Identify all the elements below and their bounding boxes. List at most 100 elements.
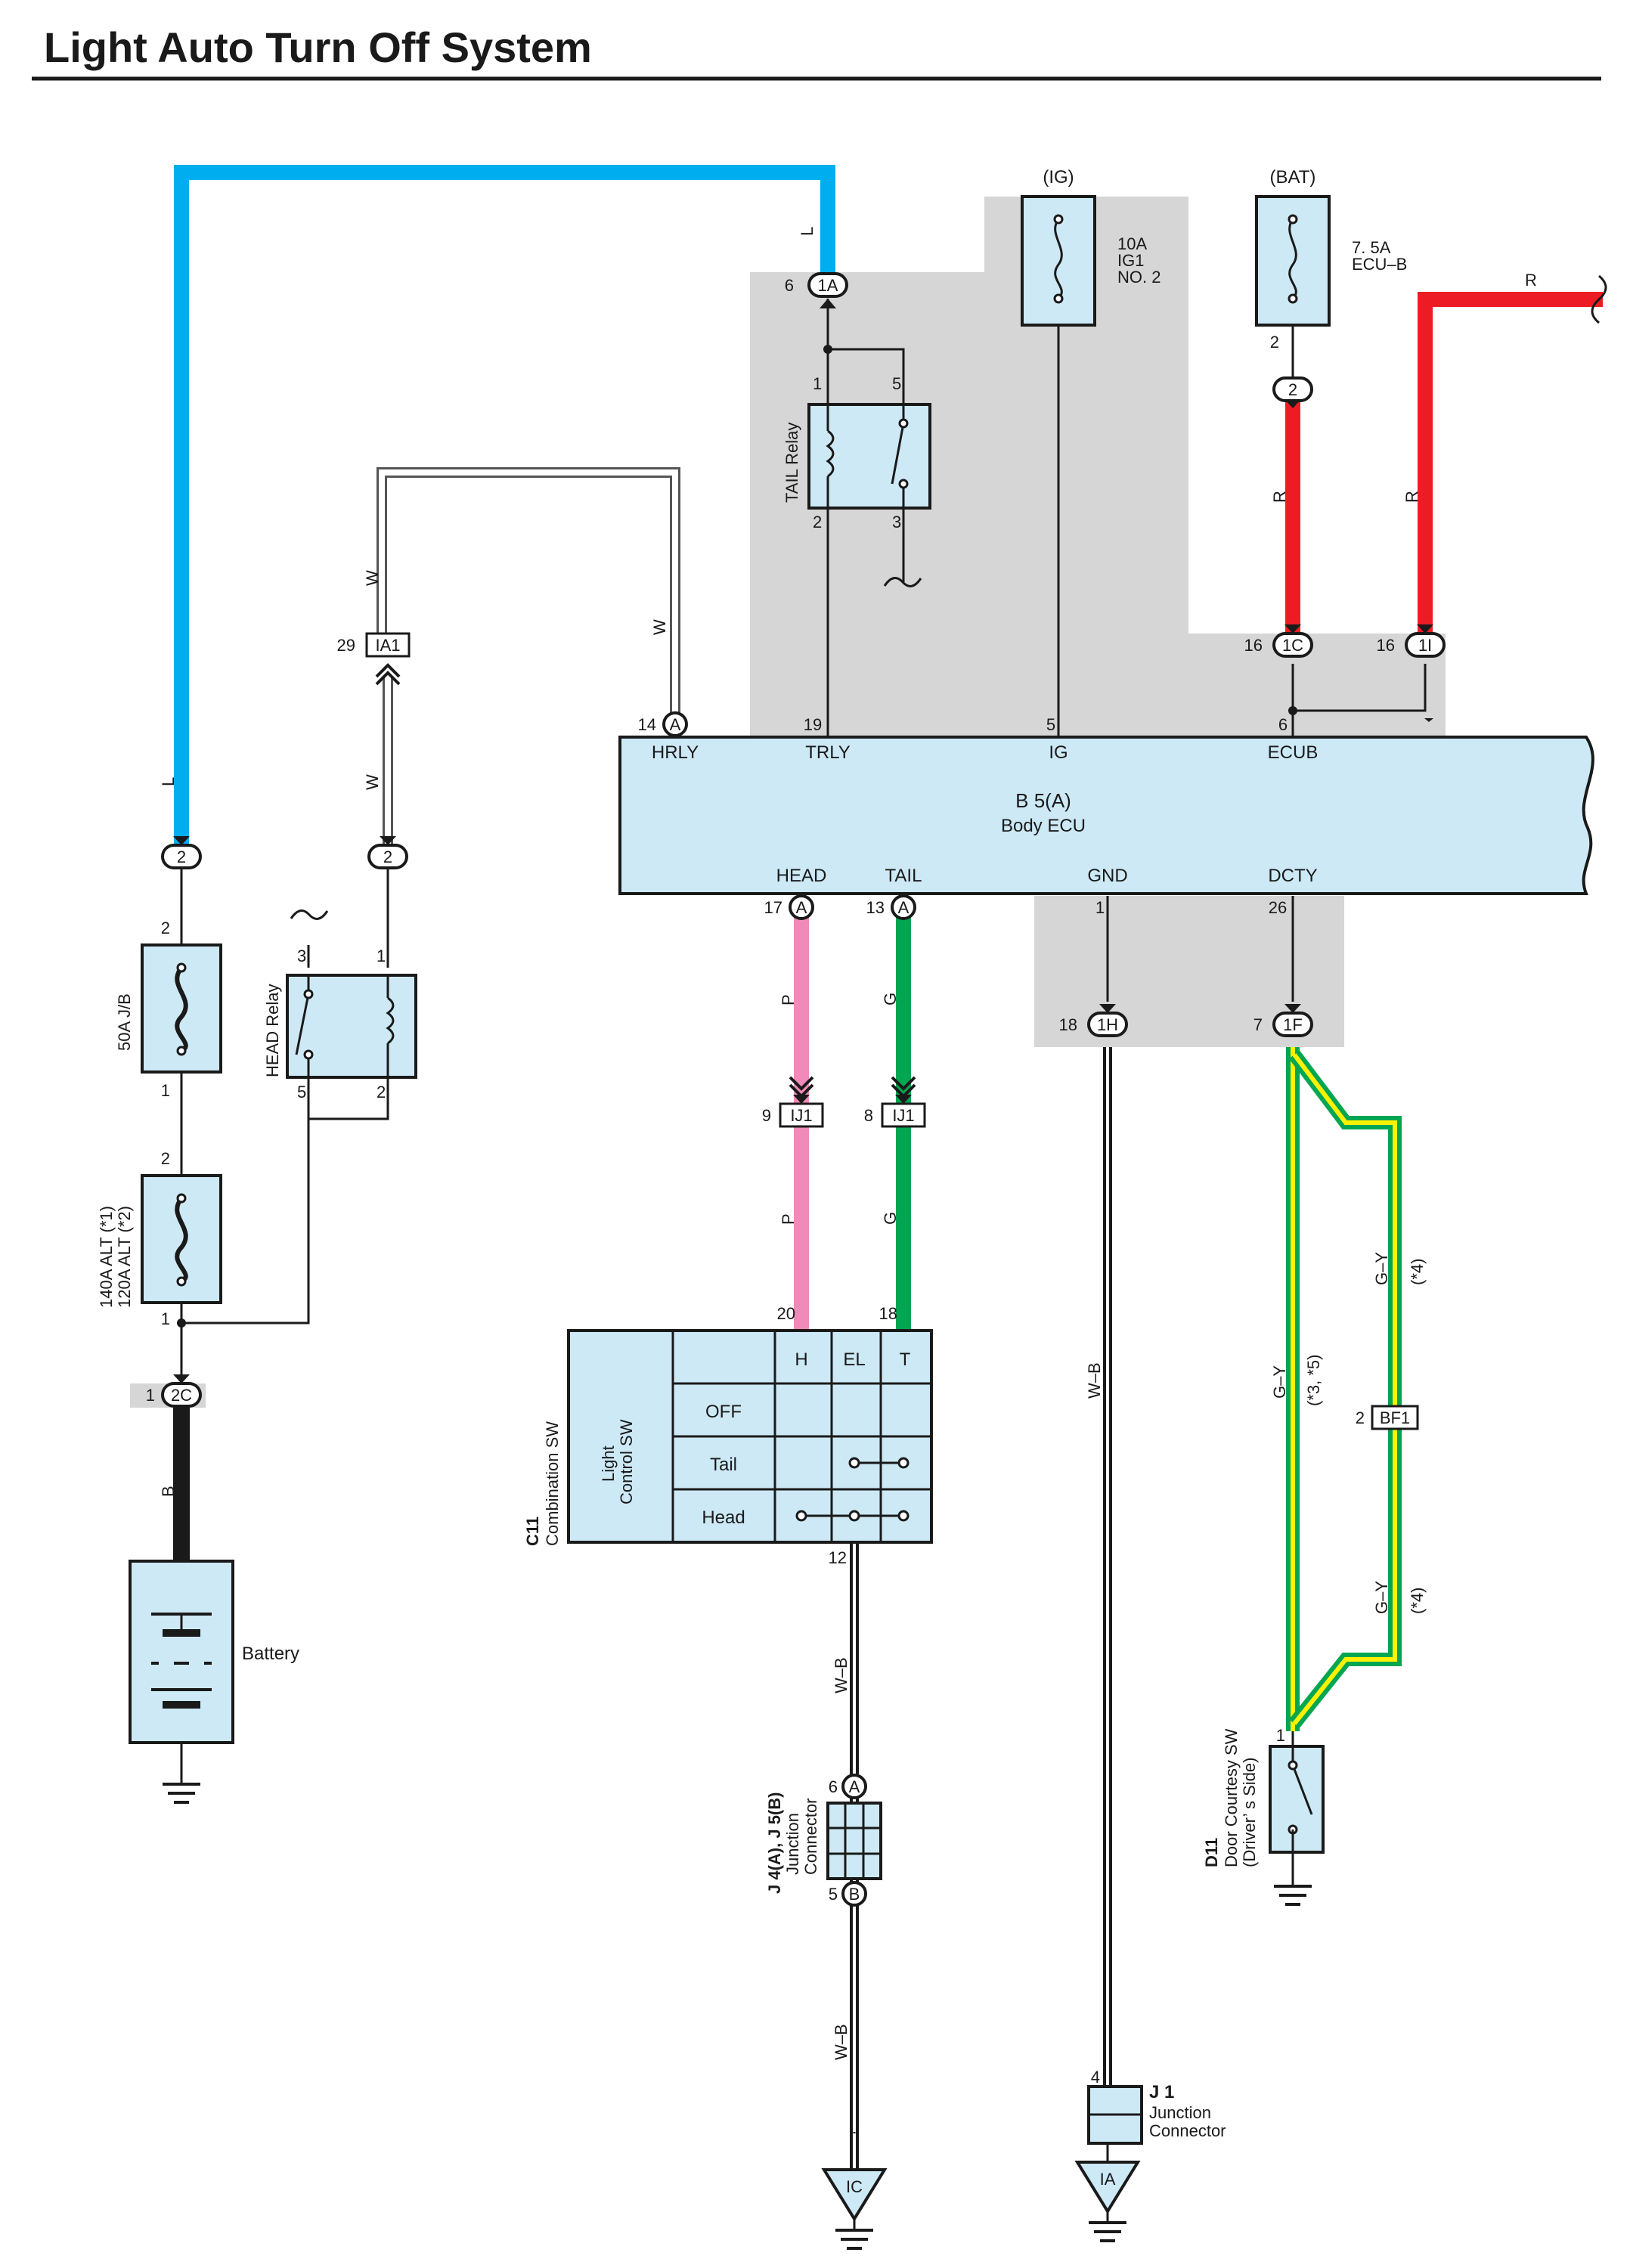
jc-name-2: Connector: [801, 1798, 820, 1875]
svg-text:16: 16: [1244, 636, 1263, 655]
wire-r-red-2: [1418, 292, 1603, 634]
wire-g-label-1: G: [881, 993, 900, 1005]
wire-gy-label-main: G–Y: [1270, 1365, 1289, 1399]
switch-row-head: Head: [702, 1507, 745, 1528]
svg-text:1C: 1C: [1282, 636, 1303, 655]
wire-l-label-top: L: [798, 227, 817, 236]
connector-b-jc: B 5: [829, 1881, 867, 1907]
ecu-name: Body ECU: [1001, 816, 1086, 836]
svg-text:2C: 2C: [171, 1386, 192, 1405]
jc-id: J 4(A), J 5(B): [765, 1792, 784, 1894]
switch-row-tail: Tail: [710, 1455, 737, 1475]
wire-w-label-3: W: [363, 774, 382, 790]
svg-text:6: 6: [785, 276, 794, 295]
wire-continuation-mark: [1591, 274, 1607, 324]
wire-p-label-1: P: [779, 994, 798, 1005]
chevron-marks: [375, 663, 916, 1098]
junction-block-shade: [750, 197, 1446, 737]
ground-door: [1274, 1875, 1312, 1906]
svg-text:A: A: [898, 898, 910, 917]
pin-jb-2: 2: [161, 919, 170, 937]
wire-gy-alt-yellow: [1292, 1053, 1397, 1406]
svg-text:1F: 1F: [1283, 1015, 1303, 1034]
ecu-pin-19: 19: [804, 715, 822, 734]
pin-jb-1: 1: [161, 1081, 170, 1100]
ecu-term-gnd: GND: [1087, 866, 1127, 886]
light-control-label-2: Control SW: [617, 1419, 636, 1504]
fuse-jb-label: 50A J/B: [115, 993, 134, 1051]
switch-row-off: OFF: [705, 1402, 742, 1422]
svg-text:6: 6: [829, 1777, 838, 1796]
jc-name-1: Junction: [783, 1813, 802, 1875]
body-ecu: [618, 736, 1594, 895]
j1-id: J 1: [1149, 2082, 1174, 2102]
ecu-terminal-13: A 13: [866, 894, 916, 920]
pin-head-3: 3: [297, 947, 306, 965]
wire-r-label-1: R: [1270, 491, 1289, 503]
junction-dots: [177, 345, 1297, 1328]
ecu-id: B 5(A): [1015, 789, 1071, 812]
wire-r-label-2: R: [1402, 491, 1421, 503]
connector-2-left: 2: [161, 844, 202, 869]
ecu-pin-5: 5: [1046, 715, 1055, 734]
svg-text:IJ1: IJ1: [790, 1106, 812, 1125]
ecu-term-ig: IG: [1049, 742, 1068, 763]
ground-ic: [821, 2168, 888, 2250]
fuse-alt-label-2: 120A ALT (*2): [115, 1206, 134, 1308]
ground-ia: [1074, 2161, 1141, 2242]
fuse-50a-jb: [141, 943, 222, 1074]
pin-head-5: 5: [297, 1083, 306, 1101]
ground-ic-label: IC: [846, 2177, 863, 2196]
ig-source-label: (IG): [1043, 167, 1074, 187]
svg-text:BF1: BF1: [1380, 1408, 1410, 1427]
switch-header-el: EL: [843, 1349, 865, 1370]
fuse-ig1: [1021, 195, 1096, 327]
connector-ia1: IA1 29: [337, 632, 411, 658]
ecu-pin-6: 6: [1278, 715, 1288, 734]
pin-comb-20: 20: [777, 1304, 795, 1323]
ecu-pin-26: 26: [1269, 898, 1287, 917]
connector-a-jc: A 6: [829, 1774, 867, 1799]
svg-text:2: 2: [1288, 380, 1297, 399]
svg-text:A: A: [796, 898, 807, 917]
switch-header-h: H: [795, 1349, 807, 1370]
pin-head-1: 1: [377, 947, 386, 965]
wire-gy-note-main: (*3, *5): [1304, 1355, 1323, 1406]
connector-1i: 1I 16: [1377, 632, 1446, 658]
ecu-term-tail: TAIL: [885, 866, 922, 886]
j1-name-1: Junction: [1149, 2103, 1211, 2122]
wire-b-label: B: [159, 1486, 178, 1497]
svg-text:2: 2: [1356, 1408, 1365, 1427]
connector-1a: 1A 6: [785, 272, 848, 298]
wire-w-a: [377, 467, 680, 714]
svg-text:7: 7: [1253, 1015, 1263, 1034]
svg-text:9: 9: [762, 1106, 771, 1125]
ecu-term-ecub: ECUB: [1268, 742, 1319, 763]
wire-gy-label-alt2: G–Y: [1372, 1581, 1391, 1614]
head-relay-label: HEAD Relay: [263, 984, 282, 1077]
fuse-ecub: [1255, 195, 1331, 378]
connector-1h: 1H 18: [1059, 1012, 1128, 1037]
ecu-term-dcty: DCTY: [1268, 866, 1317, 886]
junction-connector-j4-j5: [826, 1802, 882, 1880]
combination-switch: [567, 1329, 933, 1544]
connector-2-mid: 2: [367, 844, 408, 869]
svg-text:29: 29: [337, 636, 355, 655]
wire-l-label-left: L: [159, 777, 178, 786]
connector-2c: 2C 1: [130, 1382, 206, 1408]
svg-text:14: 14: [638, 715, 656, 734]
ecu-terminal-14: A 14: [638, 711, 688, 737]
pin-ecub-fuse: 2: [1270, 333, 1279, 352]
ecu-term-hrly: HRLY: [652, 742, 699, 763]
svg-text:1H: 1H: [1097, 1015, 1118, 1034]
svg-text:8: 8: [864, 1106, 873, 1125]
ecu-term-head: HEAD: [776, 866, 827, 886]
battery: [129, 1560, 234, 1769]
svg-text:B: B: [849, 1885, 860, 1904]
pin-tail-3: 3: [892, 513, 901, 531]
wire-wb-label-2: W–B: [832, 1657, 851, 1693]
fuse-ig1-label-2: IG1: [1117, 251, 1144, 270]
ecu-term-trly: TRLY: [805, 742, 851, 763]
ecu-terminal-17: A 17: [764, 894, 814, 920]
